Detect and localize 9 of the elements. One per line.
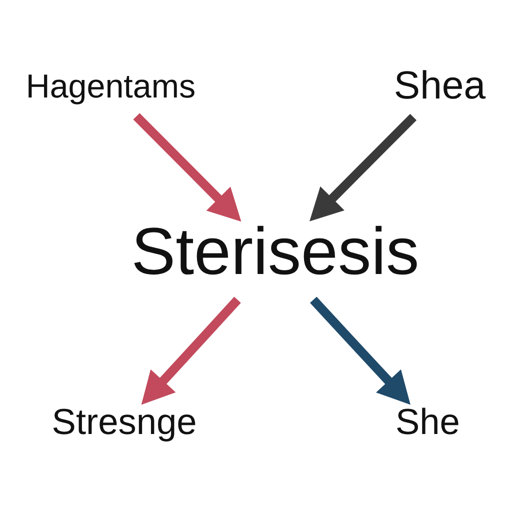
node-text: Shea <box>394 62 486 107</box>
node-text: Stresnge <box>52 400 197 442</box>
arrow <box>310 113 417 221</box>
node-text: She <box>395 400 460 442</box>
node-text: Sterisesis <box>131 214 420 289</box>
node-text: Hagentams <box>26 68 196 105</box>
arrow <box>133 112 242 222</box>
arrow <box>310 296 410 404</box>
arrow <box>141 296 241 404</box>
